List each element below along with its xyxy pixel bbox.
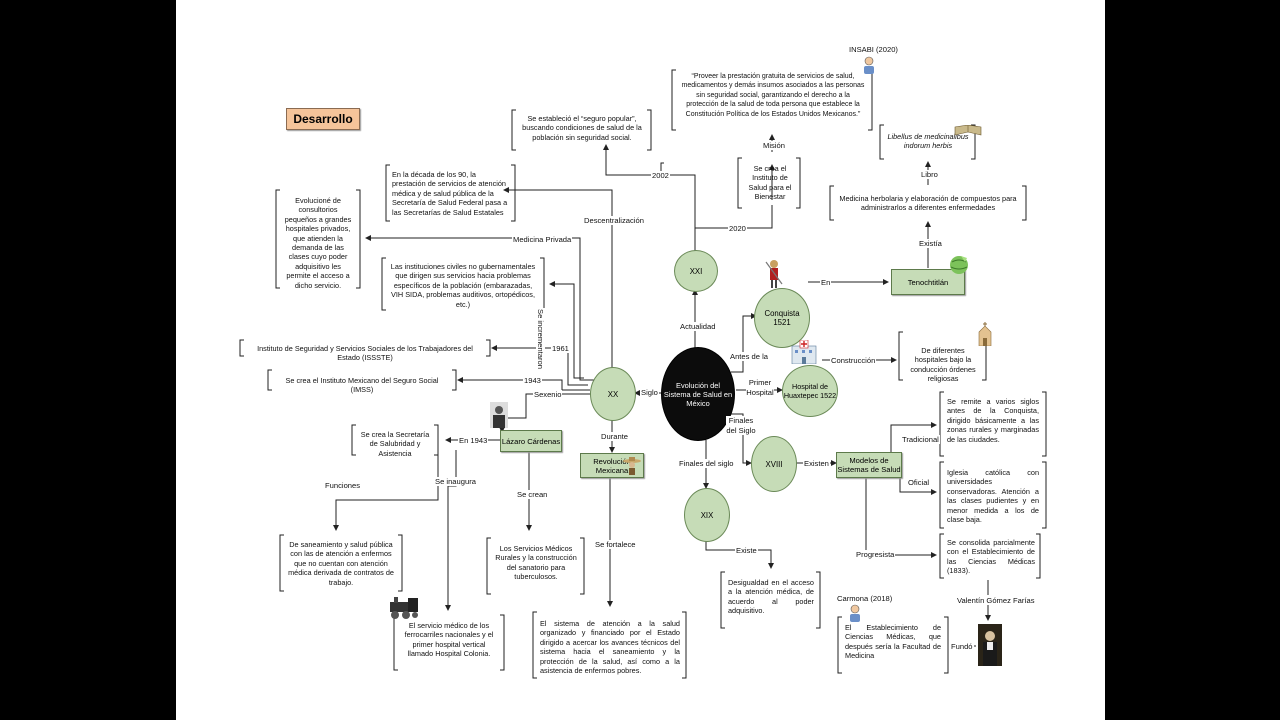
person-icon bbox=[862, 56, 876, 74]
label-existia: Existía bbox=[918, 239, 943, 248]
connector-lines bbox=[239, 69, 1047, 679]
note-imss: Se crea el Instituto Mexicano del Seguro… bbox=[285, 376, 439, 395]
century-xxi: XXI bbox=[674, 250, 718, 292]
label-primer-hospital: Primer Hospital bbox=[746, 378, 774, 398]
label-1943: 1943 bbox=[523, 376, 542, 385]
train-icon bbox=[386, 596, 422, 620]
label-insabi: INSABI (2020) bbox=[848, 45, 899, 54]
note-libellus: Libellus de medicinalibus indorum herbis bbox=[887, 132, 969, 151]
label-sexenio: Sexenio bbox=[533, 390, 563, 399]
label-construccion: Construcción bbox=[830, 356, 877, 365]
label-2002: 2002 bbox=[651, 171, 670, 180]
label-existen: Existen bbox=[803, 459, 830, 468]
century-xx: XX bbox=[590, 367, 636, 421]
hospital-node: Hospital de Huaxtepec 1522 bbox=[782, 365, 838, 417]
label-funciones: Funciones bbox=[324, 481, 362, 490]
label-actualidad: Actualidad bbox=[679, 322, 717, 331]
century-xviii: XVIII bbox=[751, 436, 797, 492]
label-2020: 2020 bbox=[728, 224, 747, 233]
note-instituciones-civiles: Las instituciones civiles no gubernament… bbox=[390, 262, 536, 309]
modelos-box: Modelos de Sistemas de Salud bbox=[836, 452, 902, 478]
note-iglesia: Iglesia católica con universidades conse… bbox=[947, 468, 1039, 525]
note-seguro-popular: Se estableció el “seguro popular”, busca… bbox=[522, 114, 642, 142]
book-icon bbox=[954, 122, 982, 136]
globe-icon bbox=[948, 254, 970, 276]
label-se-inaugura: Se inaugura bbox=[434, 477, 477, 486]
label-se-crean: Se crean bbox=[516, 490, 549, 499]
label-progresista: Progresista bbox=[855, 550, 896, 559]
label-en: En bbox=[820, 278, 832, 287]
century-xix: XIX bbox=[684, 488, 730, 542]
soldier-icon bbox=[764, 258, 784, 288]
label-carmona: Carmona (2018) bbox=[836, 594, 894, 603]
portrait-icon bbox=[978, 624, 1002, 666]
label-en-1943: En 1943 bbox=[458, 436, 489, 445]
note-hospitales-religiosos: De diferentes hospitales bajo la conducc… bbox=[910, 346, 976, 384]
label-se-incrementaron: Se incrementaron bbox=[536, 308, 545, 370]
label-fundo: Fundó bbox=[950, 642, 974, 651]
tenochtitlan-box: Tenochtitlán bbox=[891, 269, 965, 295]
conquista-node: Conquista 1521 bbox=[754, 288, 810, 348]
label-finales-del-siglo: Finales del Siglo bbox=[726, 416, 756, 436]
note-remite: Se remite a varios siglos antes de la Co… bbox=[947, 397, 1039, 444]
hospital-icon bbox=[790, 339, 818, 365]
note-servicios-rurales: Los Servicios Médicos Rurales y la const… bbox=[495, 544, 577, 582]
label-oficial: Oficial bbox=[907, 478, 931, 487]
church-icon bbox=[976, 322, 994, 347]
note-issste: Instituto de Seguridad y Servicios Socia… bbox=[257, 344, 473, 363]
note-secretaria: Se crea la Secretaría de Salubridad y As… bbox=[360, 430, 430, 458]
label-medicina-privada: Medicina Privada bbox=[512, 235, 573, 244]
note-consultorios: Evolucioné de consultorios pequeños a gr… bbox=[284, 196, 352, 290]
label-tradicional: Tradicional bbox=[901, 435, 940, 444]
slide: Desarrollo Evolución del Sistema de Salu… bbox=[176, 0, 1105, 720]
label-antes-de-la: Antes de la bbox=[729, 352, 769, 361]
label-finales-siglo: Finales del siglo bbox=[678, 459, 735, 468]
center-node: Evolución del Sistema de Salud en México bbox=[661, 347, 735, 441]
note-desigualdad: Desigualdad en el acceso a la atención m… bbox=[728, 578, 814, 616]
note-sistema-atencion: El sistema de atención a la salud organi… bbox=[540, 619, 680, 676]
label-existe: Existe bbox=[735, 546, 758, 555]
label-1961: 1961 bbox=[551, 344, 570, 353]
note-insabi-quote: “Proveer la prestación gratuita de servi… bbox=[681, 73, 865, 118]
label-mision: Misión bbox=[762, 141, 786, 150]
note-consolida: Se consolida parcialmente con el Estable… bbox=[947, 538, 1035, 576]
cardenas-box: Lázaro Cárdenas bbox=[500, 430, 562, 452]
label-se-fortalece: Se fortalece bbox=[594, 540, 637, 549]
note-instituto-bienestar: Se crea el Instituto de Salud para el Bi… bbox=[748, 164, 792, 202]
note-decada-90: En la década de los 90, la prestación de… bbox=[392, 170, 508, 217]
slide-title: Desarrollo bbox=[286, 108, 360, 130]
portrait-icon bbox=[490, 402, 508, 428]
note-establecimiento: El Establecimiento de Ciencias Médicas, … bbox=[845, 623, 941, 661]
person-icon bbox=[848, 604, 862, 622]
label-valentin: Valentín Gómez Farías bbox=[956, 596, 1036, 605]
note-saneamiento: De saneamiento y salud pública con las d… bbox=[288, 540, 394, 587]
note-servicio-medico: El servicio médico de los ferrocarriles … bbox=[404, 621, 494, 659]
label-libro: Libro bbox=[920, 170, 939, 179]
note-herbolaria: Medicina herbolaria y elaboración de com… bbox=[839, 194, 1017, 213]
label-descentralizacion: Descentralización bbox=[583, 216, 645, 225]
label-durante: Durante bbox=[600, 432, 630, 441]
sombrero-icon bbox=[622, 455, 642, 475]
label-siglo: Siglo bbox=[640, 388, 659, 397]
